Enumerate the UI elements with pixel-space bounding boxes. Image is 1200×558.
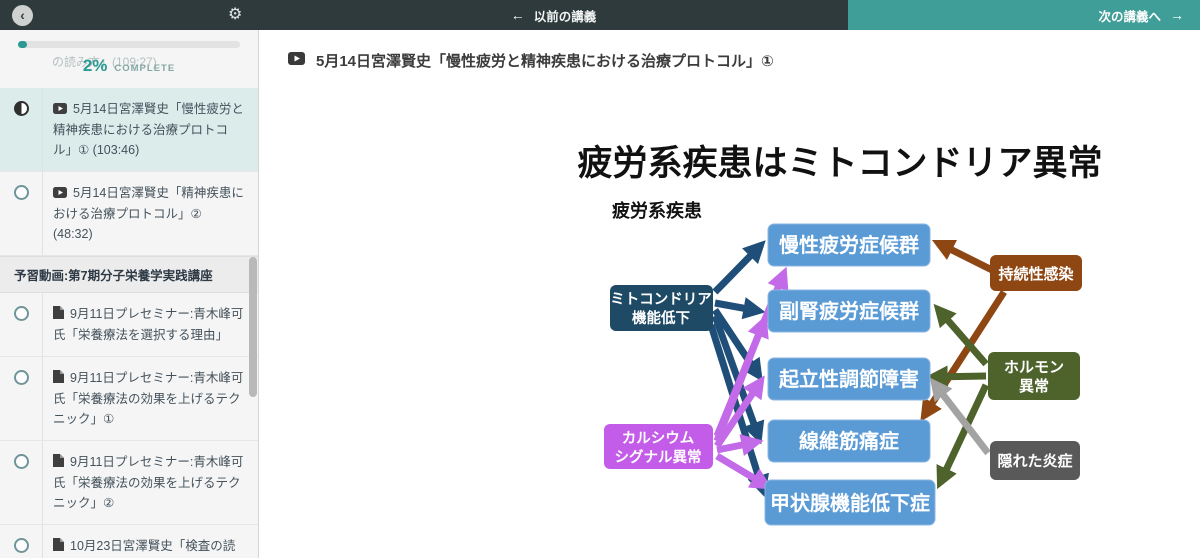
disease-box-fibromyalgia: 線維筋痛症: [767, 419, 931, 463]
document-icon: [53, 369, 64, 389]
slide-title: 疲労系疾患はミトコンドリア異常: [577, 144, 1102, 183]
incomplete-circle-icon: [13, 454, 29, 469]
incomplete-circle-icon: [13, 370, 29, 385]
lecture-item-text: 5月14日宮澤賢史「慢性疲労と精神疾患における治療プロトコル」① (103:46…: [43, 88, 258, 171]
previous-lecture-button[interactable]: ← 以前の講義: [259, 0, 848, 30]
status-column: [0, 525, 43, 558]
slide-subtitle: 疲労系疾患: [612, 200, 702, 221]
svg-text:カルシウム: カルシウム: [622, 430, 695, 447]
lesson-list: 5月14日宮澤賢史「慢性疲労と精神疾患における治療プロトコル」① (103:46…: [0, 88, 258, 558]
next-lecture-button[interactable]: 次の講義へ →: [848, 0, 1200, 30]
lecture-item-text: 5月14日宮澤賢史「精神疾患における治療プロトコル」② (48:32): [43, 172, 258, 255]
lecture-item-label: 5月14日宮澤賢史「精神疾患における治療プロトコル」② (48:32): [53, 186, 244, 241]
edge-mitochondria-arrows: [707, 240, 770, 498]
svg-text:甲状腺機能低下症: 甲状腺機能低下症: [770, 491, 930, 515]
svg-text:ホルモン: ホルモン: [1004, 359, 1064, 376]
progress-bar-fill: [18, 41, 27, 48]
status-column: [0, 357, 43, 440]
progress-label: 2% COMPLETE: [0, 56, 258, 76]
svg-text:起立性調節障害: 起立性調節障害: [778, 367, 919, 391]
play-icon: [288, 51, 305, 70]
lecture-item-current[interactable]: 5月14日宮澤賢史「慢性疲労と精神疾患における治療プロトコル」① (103:46…: [0, 88, 258, 172]
disease-box-orthostatic: 起立性調節障害: [767, 357, 931, 401]
status-column: [0, 172, 43, 255]
status-column: [0, 88, 43, 171]
progress-percent: 2%: [82, 56, 108, 75]
cause-box-calcium: カルシウム シグナル異常: [604, 424, 713, 469]
arrow-right-icon: →: [1170, 7, 1184, 23]
curriculum-sidebar: の読み方」(109:27) 2% COMPLETE 5月14日宮澤賢史「慢性疲労と…: [0, 30, 259, 558]
half-complete-circle-icon: [13, 101, 29, 116]
cause-box-infection: 持続性感染: [990, 255, 1082, 291]
previous-lecture-label: 以前の講義: [533, 9, 597, 24]
lecture-item-text: 9月11日プレセミナー:青木峰可氏「栄養療法の効果を上げるテクニック」①: [43, 357, 258, 440]
lecture-item-label: 9月11日プレセミナー:青木峰可氏「栄養療法の効果を上げるテクニック」②: [53, 455, 244, 510]
svg-text:異常: 異常: [1019, 377, 1049, 395]
lecture-item-label: 9月11日プレセミナー:青木峰可氏「栄養療法を選択する理由」: [53, 307, 244, 342]
scrolled-item-ghost-text: の読み方」(109:27): [52, 55, 157, 69]
cause-box-hormone: ホルモン 異常: [988, 352, 1080, 400]
svg-text:副腎疲労症候群: 副腎疲労症候群: [779, 299, 919, 323]
lecture-item[interactable]: 10月23日宮澤賢史「検査の読み方」: [0, 525, 258, 558]
lecture-item-label: 9月11日プレセミナー:青木峰可氏「栄養療法の効果を上げるテクニック」①: [53, 371, 244, 426]
section-header: 予習動画:第7期分子栄養学実践講座: [0, 256, 258, 293]
top-bar: ‹ ⚙ ← 以前の講義 次の講義へ →: [0, 0, 1200, 30]
lecture-item[interactable]: 9月11日プレセミナー:青木峰可氏「栄養療法の効果を上げるテクニック」①: [0, 357, 258, 441]
sidebar-scrollbar-thumb[interactable]: [249, 257, 257, 397]
svg-text:慢性疲労症候群: 慢性疲労症候群: [779, 233, 919, 257]
svg-text:隠れた炎症: 隠れた炎症: [997, 452, 1072, 470]
main-content: 5月14日宮澤賢史「慢性疲労と精神疾患における治療プロトコル」① 疲労系疾患はミ…: [260, 30, 1200, 558]
svg-text:機能低下: 機能低下: [632, 309, 690, 327]
progress-panel: の読み方」(109:27) 2% COMPLETE: [0, 30, 258, 88]
lecture-item-label: 10月23日宮澤賢史「検査の読み方」: [70, 539, 236, 553]
cause-box-inflammation: 隠れた炎症: [990, 441, 1080, 480]
video-icon: [53, 100, 67, 120]
lecture-item-text: 10月23日宮澤賢史「検査の読み方」: [43, 525, 258, 558]
disease-box-chronic-fatigue: 慢性疲労症候群: [767, 223, 931, 267]
lecture-item[interactable]: 5月14日宮澤賢史「精神疾患における治療プロトコル」② (48:32): [0, 172, 258, 256]
edge-hormone-arrows: [925, 303, 990, 490]
edge-inflammation-arrows: [929, 377, 991, 456]
lecture-item-text: 9月11日プレセミナー:青木峰可氏「栄養療法の効果を上げるテクニック」②: [43, 441, 258, 524]
incomplete-circle-icon: [13, 538, 29, 553]
status-column: [0, 293, 43, 356]
lecture-title-row: 5月14日宮澤賢史「慢性疲労と精神疾患における治療プロトコル」①: [288, 50, 774, 71]
lecture-item[interactable]: 9月11日プレセミナー:青木峰可氏「栄養療法を選択する理由」: [0, 293, 258, 357]
next-lecture-label: 次の講義へ: [1098, 9, 1161, 24]
cause-box-mitochondria: ミトコンドリア 機能低下: [610, 285, 713, 331]
lecture-item[interactable]: 9月11日プレセミナー:青木峰可氏「栄養療法の効果を上げるテクニック」②: [0, 441, 258, 525]
status-column: [0, 441, 43, 524]
disease-box-hypothyroidism: 甲状腺機能低下症: [764, 479, 936, 526]
incomplete-circle-icon: [13, 185, 29, 200]
svg-text:持続性感染: 持続性感染: [998, 265, 1074, 283]
arrow-left-icon: ←: [510, 7, 525, 23]
lecture-item-text: 9月11日プレセミナー:青木峰可氏「栄養療法を選択する理由」: [43, 293, 258, 356]
progress-complete-text: COMPLETE: [114, 63, 176, 74]
back-button[interactable]: ‹: [12, 5, 33, 26]
gear-icon[interactable]: ⚙: [228, 6, 243, 23]
slide-diagram: 疲労系疾患はミトコンドリア異常 疲労系疾患: [577, 144, 1103, 526]
document-icon: [53, 305, 64, 325]
progress-bar: [18, 41, 240, 48]
svg-text:ミトコンドリア: ミトコンドリア: [610, 292, 712, 308]
lecture-title: 5月14日宮澤賢史「慢性疲労と精神疾患における治療プロトコル」①: [316, 53, 774, 70]
disease-box-adrenal-fatigue: 副腎疲労症候群: [767, 289, 931, 333]
document-icon: [53, 453, 64, 473]
svg-text:線維筋痛症: 線維筋痛症: [799, 429, 899, 453]
lecture-item-label: 5月14日宮澤賢史「慢性疲労と精神疾患における治療プロトコル」① (103:46…: [53, 102, 244, 157]
document-icon: [53, 537, 64, 557]
video-icon: [53, 184, 67, 204]
svg-text:シグナル異常: シグナル異常: [615, 448, 702, 466]
incomplete-circle-icon: [13, 306, 29, 321]
